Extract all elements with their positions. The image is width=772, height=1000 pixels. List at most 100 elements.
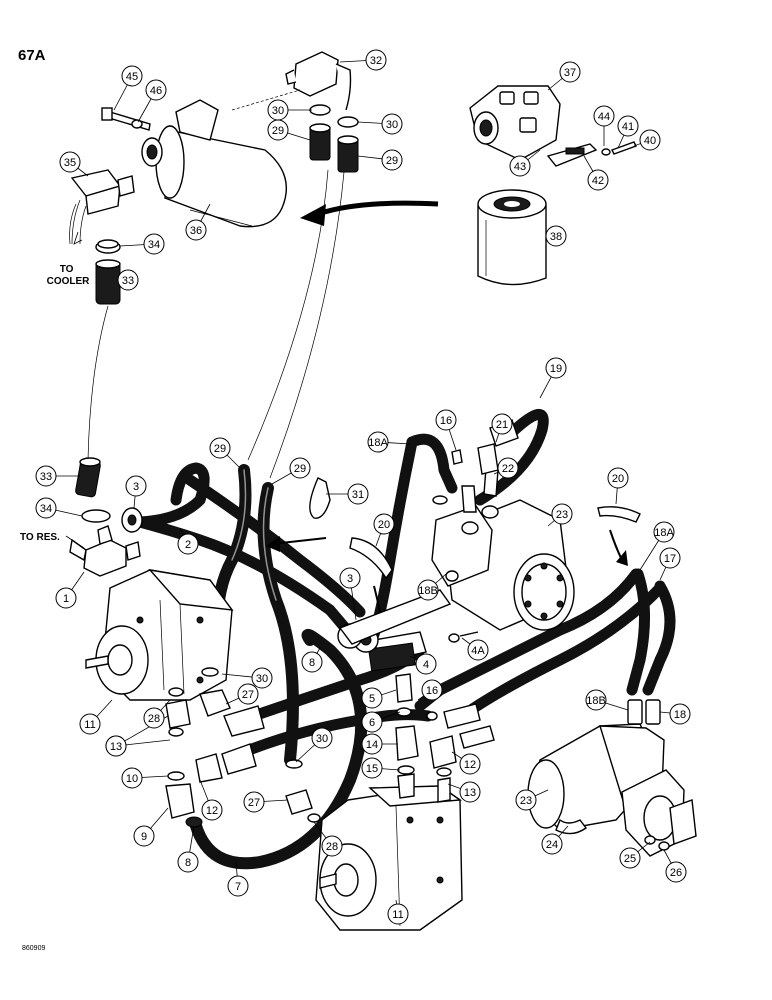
callout-label: 2 [185,539,191,551]
callout-circle [373,513,395,535]
callout-circle [361,733,383,755]
callout-circle [541,833,563,855]
callout-label: 42 [592,175,604,187]
callout-38: 38 [545,225,567,247]
callout-label: 7 [235,881,241,893]
callout-circle [415,653,437,675]
callout-3: 3 [125,475,147,509]
filter-assembly [69,51,439,479]
callout-label: 11 [392,909,403,921]
reference-arrow [317,200,439,217]
callout-16: 16 [417,679,443,701]
callout-23: 23 [515,789,549,811]
callout-circle [251,667,273,689]
callout-5: 5 [361,687,397,709]
callout-label: 3 [133,481,139,493]
hose-clamp [81,509,111,523]
callout-label: 8 [309,657,315,669]
callout-label: 27 [242,689,254,701]
note-to-reservoir: TO RES. [20,532,60,543]
callout-circle [559,61,581,83]
callout-36: 36 [185,203,211,241]
callout-circle [421,679,443,701]
callout-circle [587,169,609,191]
callout-34: 34 [35,497,83,519]
callout-label: 23 [520,795,532,807]
hydraulic-motor [431,467,575,631]
callout-label: 28 [326,841,338,853]
callout-label: 6 [369,717,375,729]
tee-fitting [69,525,141,577]
callout-18b: 18B [417,573,447,601]
callout-circle [659,547,681,569]
callout-28: 28 [143,699,171,729]
callout-label: 35 [64,157,76,169]
callout-4a: 4A [461,637,489,661]
callout-label: 30 [386,119,398,131]
cable-tie [309,477,331,519]
callout-circle [237,683,259,705]
callout-circle [311,727,333,749]
callout-label: 29 [272,125,284,137]
callout-circle [365,49,387,71]
callout-circle [301,651,323,673]
callout-circle [617,115,639,137]
callout-28: 28 [313,821,343,857]
callout-18: 18 [659,703,691,725]
callout-label: 9 [141,831,147,843]
callout-circle [509,155,531,177]
callout-18a: 18A [367,431,411,453]
callout-label: 21 [496,419,508,431]
callout-13: 13 [447,781,481,803]
callout-10: 10 [121,767,169,789]
callout-label: 43 [514,161,526,173]
callout-circle [347,483,369,505]
callout-30: 30 [357,113,403,135]
callout-layer: 123344A567889101111121213131314151616171… [35,49,691,925]
callout-circle [367,431,389,453]
callout-circle [665,861,687,883]
callout-circle [545,225,567,247]
callout-circle [435,409,457,431]
callout-circle [35,465,57,487]
tube-elbow [285,51,352,111]
cable-tie [597,506,641,523]
callout-circle [639,129,661,151]
cable-tie [349,537,393,580]
callout-20: 20 [373,513,395,547]
drawing-number: 860909 [22,945,45,952]
callout-29: 29 [209,437,241,469]
filter-element [477,189,547,286]
callout-35: 35 [59,151,89,177]
callout-circle [381,113,403,135]
callout-circle [185,219,207,241]
callout-label: 3 [347,573,353,585]
callout-label: 18B [586,695,606,707]
callout-circle [177,851,199,873]
callout-label: 4A [471,645,485,657]
callout-30: 30 [221,667,273,689]
callout-label: 36 [190,225,202,237]
callout-label: 16 [440,415,452,427]
callout-circle [243,791,265,813]
callout-label: 4 [423,659,429,671]
hydraulic-motor [527,699,697,857]
callout-circle [339,567,361,589]
callout-label: 5 [369,693,375,705]
callout-circle [491,413,513,435]
callout-circle [387,903,409,925]
callout-8: 8 [177,825,199,873]
bolt [101,107,151,131]
callout-circle [35,497,57,519]
callout-11: 11 [79,699,113,735]
callout-43: 43 [509,149,541,177]
callout-label: 19 [550,363,562,375]
callout-label: 25 [624,853,636,865]
callout-44: 44 [593,105,615,146]
callout-3: 3 [339,567,361,621]
callout-37: 37 [547,61,581,91]
callout-circle [459,781,481,803]
callout-33: 33 [117,269,139,291]
callout-circle [361,757,383,779]
